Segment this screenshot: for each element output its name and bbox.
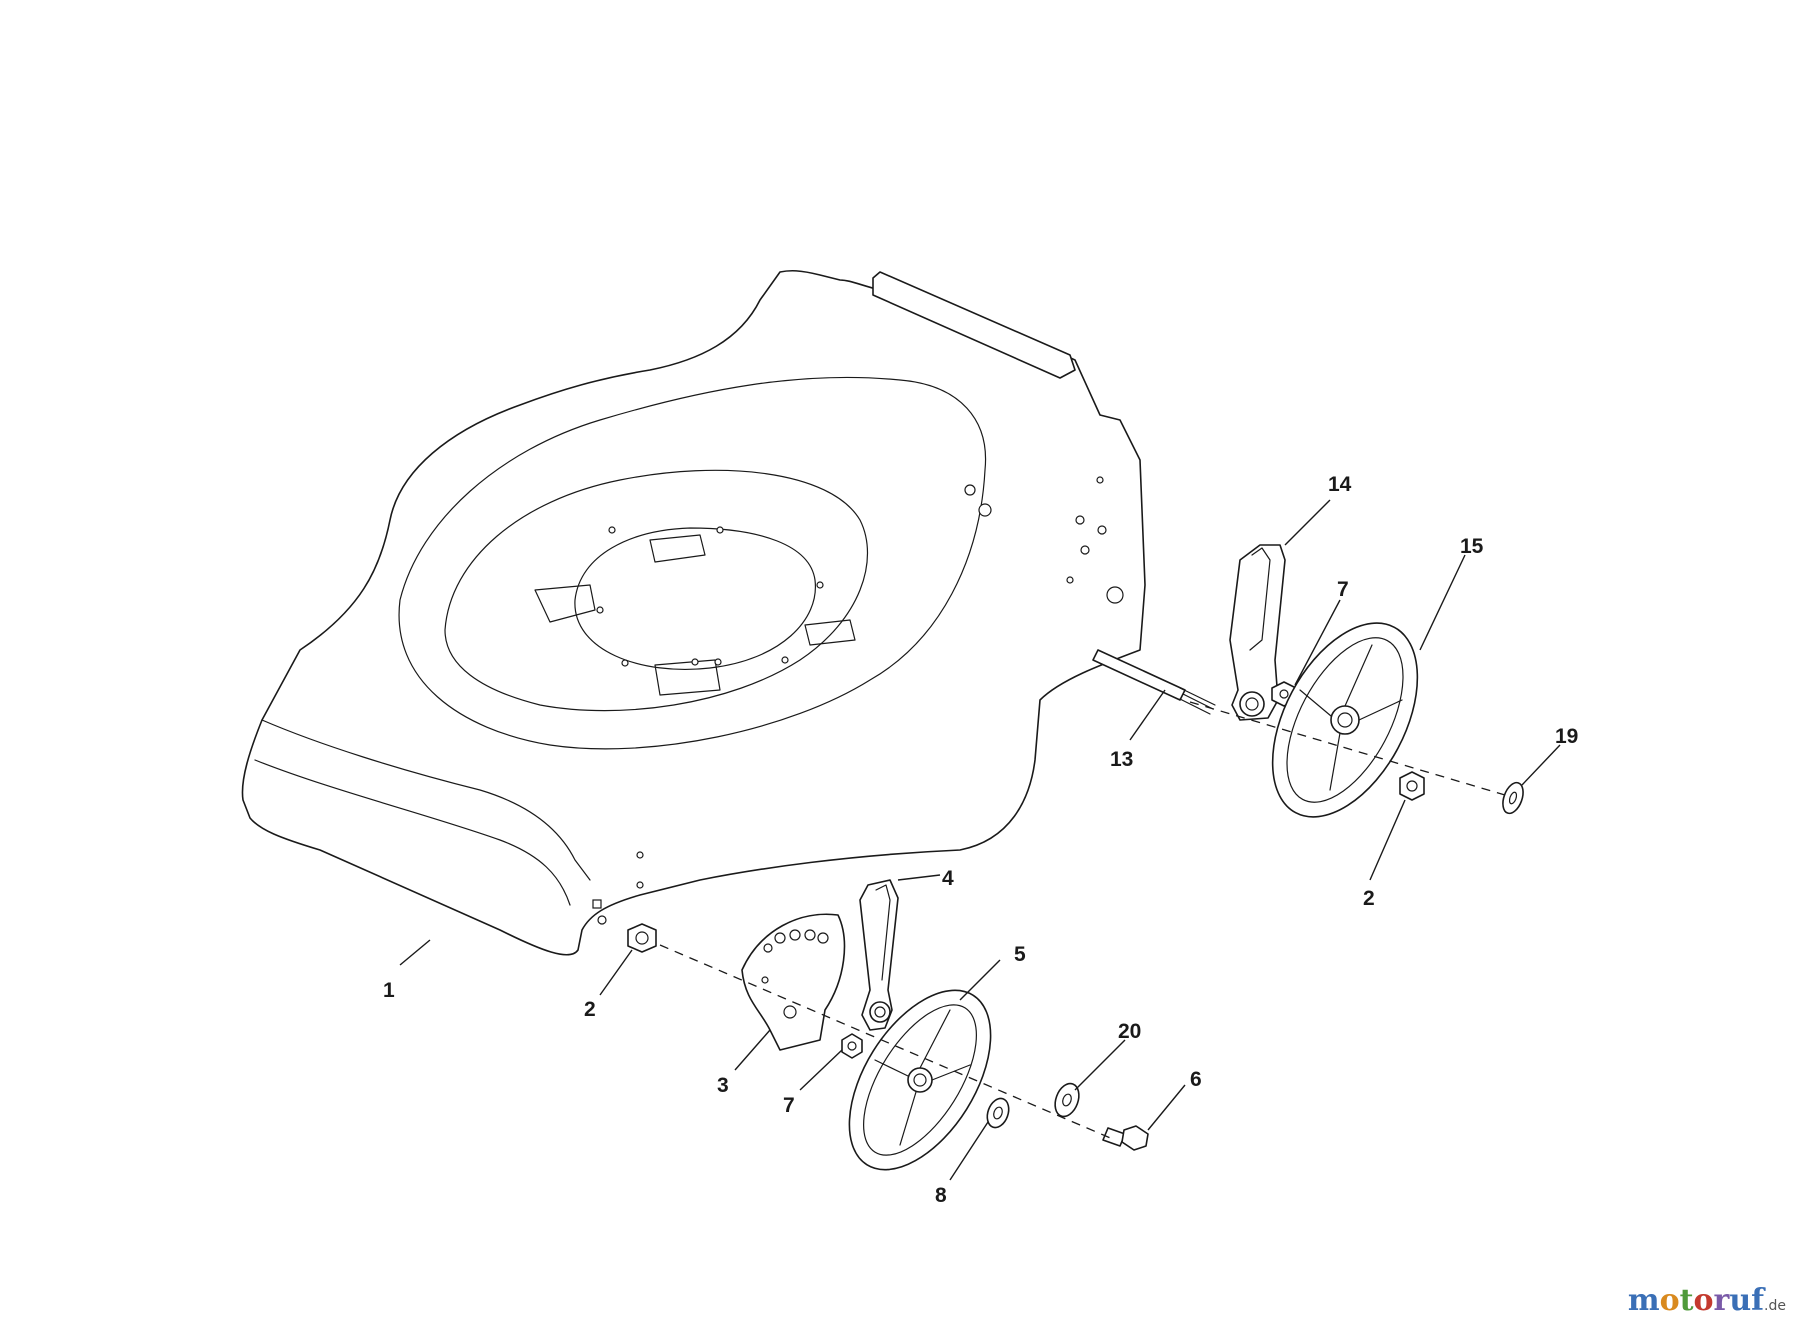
watermark-logo: motoruf.de	[1628, 1283, 1786, 1318]
watermark-letter: t	[1679, 1283, 1694, 1318]
callout-6: 6	[1190, 1068, 1202, 1091]
callout-14: 14	[1328, 473, 1352, 496]
front-wheel	[848, 989, 992, 1171]
watermark-tld: .de	[1764, 1298, 1786, 1314]
rear-washer	[1502, 781, 1524, 815]
callout-8: 8	[935, 1184, 947, 1207]
rear-height-adjuster-bracket	[1229, 544, 1286, 721]
shoulder-bolt	[1102, 1125, 1149, 1151]
callout-7-front: 7	[783, 1094, 795, 1117]
watermark-letter: o	[1693, 1283, 1714, 1318]
callout-1: 1	[383, 979, 395, 1002]
front-washer-outer	[1054, 1082, 1080, 1118]
rear-wheel	[1271, 622, 1419, 818]
rear-wheel-nut	[1399, 771, 1425, 801]
rear-axle	[1092, 649, 1216, 715]
callout-2-rear: 2	[1363, 887, 1375, 910]
callout-20: 20	[1118, 1020, 1141, 1043]
callout-19: 19	[1555, 725, 1578, 748]
watermark-letter: uf	[1729, 1283, 1765, 1318]
height-adjuster-plate	[741, 913, 846, 1051]
callout-7-rear: 7	[1337, 578, 1349, 601]
callout-3: 3	[717, 1074, 729, 1097]
callout-labels: 1 2 2 3 4 5 6 7 7 8 13 14 15 19 20	[383, 473, 1578, 1207]
front-axle-nut	[627, 923, 657, 953]
front-washer-inner	[986, 1097, 1010, 1129]
mower-deck-housing	[241, 269, 1146, 956]
watermark-letter: m	[1627, 1283, 1660, 1318]
watermark-letter: o	[1659, 1283, 1680, 1318]
assembly-lines	[659, 701, 1506, 1141]
callout-4: 4	[942, 867, 954, 890]
watermark-letter: r	[1713, 1283, 1730, 1318]
front-height-lever	[859, 879, 899, 1031]
callout-5: 5	[1014, 943, 1026, 966]
callout-13: 13	[1110, 748, 1133, 771]
callout-leaders	[399, 499, 1561, 1181]
front-nut	[841, 1033, 863, 1059]
callout-15: 15	[1460, 535, 1484, 558]
callout-2-front: 2	[584, 998, 596, 1021]
